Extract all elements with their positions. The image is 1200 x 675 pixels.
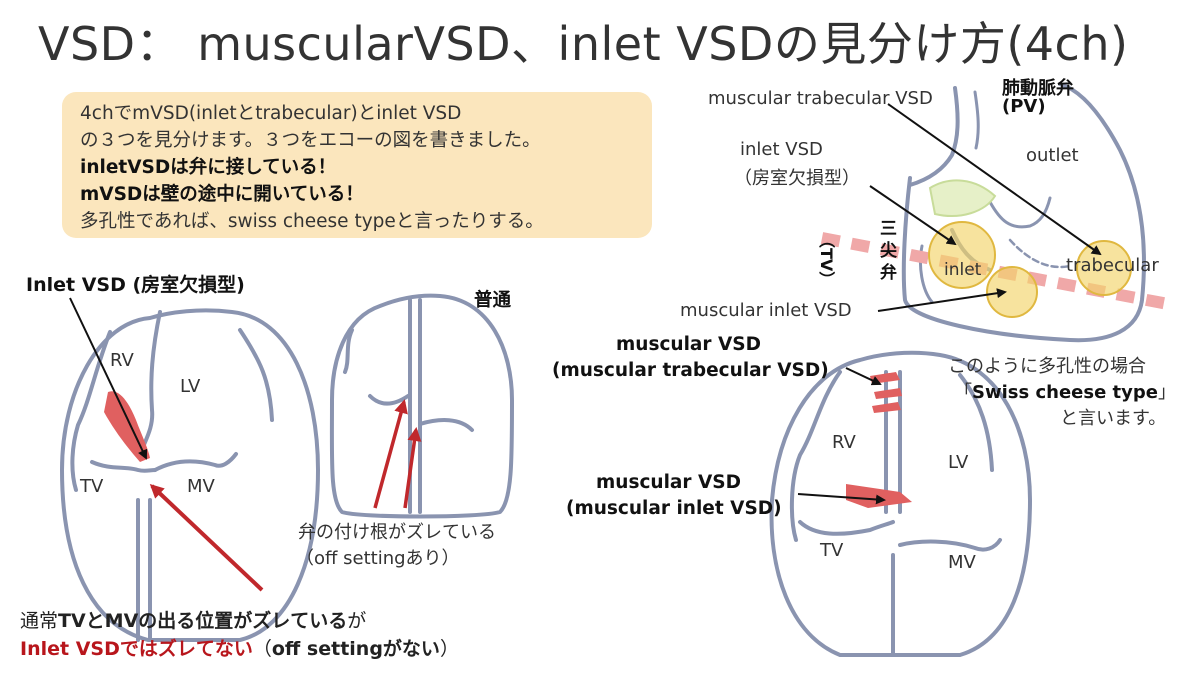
info-line-3: inletVSDは弁に接している！ [80, 157, 337, 178]
bottom-note-line-1: 通常TVとMVの出る位置がズレているが [20, 606, 366, 633]
left-heart-mv-label: MV [187, 476, 215, 497]
bottom-right-rv-wall [789, 370, 842, 542]
bottom-right-lv-wall [958, 373, 994, 472]
info-line-4: mVSDは壁の途中に開いている！ [80, 184, 364, 205]
muscular-vsd-2-line-1: muscular VSD [596, 472, 741, 493]
left-heart-rv-wall [70, 330, 112, 492]
muscular-vsd-1-line-2: (muscular trabecular VSD) [552, 360, 829, 381]
left-heart-rv-label: RV [110, 350, 134, 371]
left-heart-outline [60, 308, 320, 642]
bottom-note-line-1c: が [347, 610, 367, 632]
normal-heart-arrow-1 [373, 399, 408, 509]
bottom-right-outline [769, 350, 1032, 657]
inlet-label-line-2: （房室欠損型） [734, 168, 860, 189]
top-right-pv-tube [908, 86, 960, 187]
normal-heart-outline [329, 293, 514, 519]
bottom-note-line-2a: Inlet VSDではズレてない [20, 638, 253, 660]
bottom-note-line-1a: 通常 [20, 610, 59, 632]
normal-heart-tv [368, 394, 410, 406]
info-line-1: 4chでmVSD(inletとtrabecular)とinlet VSD [80, 103, 462, 124]
top-right-trab [1008, 238, 1072, 269]
top-right-crista [988, 196, 1052, 229]
top-right-muscular-inlet-circle [986, 266, 1038, 318]
normal-heart-heading: 普通 [474, 290, 512, 311]
top-right-pv-tube2 [973, 90, 980, 150]
bottom-note-line-2d: ） [439, 638, 459, 660]
bottom-right-rv-label: RV [832, 432, 856, 453]
left-heart-red-arrow [149, 483, 264, 592]
bottom-right-mv-label: MV [948, 552, 976, 573]
trabecular-region-label: trabecular [1066, 255, 1159, 276]
pv-label-line-1: 肺動脈弁 [1002, 78, 1074, 99]
left-heart-tv [90, 460, 157, 473]
bottom-note-line-2b: （ [252, 638, 272, 660]
top-right-inlet-arrow [869, 185, 957, 246]
swiss-line-2a: 「 [954, 382, 972, 403]
normal-heart-mv [418, 418, 474, 432]
muscular-vsd-2-line-2: (muscular inlet VSD) [566, 498, 782, 519]
inlet-label-line-1: inlet VSD [740, 139, 823, 160]
tv-label-char-3: 弁 [880, 263, 897, 283]
swiss-line-2: 「Swiss cheese type」 [954, 378, 1176, 404]
muscular-trabecular-label: muscular trabecular VSD [708, 88, 933, 109]
muscular-vsd-1-line-1: muscular VSD [616, 334, 761, 355]
bottom-right-lv-label: LV [948, 452, 969, 473]
normal-heart [329, 293, 514, 519]
bottom-right-arrow-1 [845, 367, 882, 386]
top-right-trab-arrow [887, 103, 1102, 256]
swiss-line-3: と言います。 [1060, 408, 1167, 429]
top-right-muscular-inlet-arrow [877, 288, 1007, 312]
left-heart-septum-upper [138, 310, 162, 458]
bottom-right-inlet-defect [846, 484, 912, 508]
info-box: 4chでmVSD(inletとtrabecular)とinlet VSD の３つ… [62, 92, 652, 238]
left-heart-black-arrow [69, 297, 148, 460]
left-heart-mv [153, 452, 238, 472]
swiss-line-2c: 」 [1157, 382, 1176, 403]
left-heart-lv-label: LV [180, 376, 201, 397]
left-heart-heading: Inlet VSD (房室欠損型) [26, 274, 245, 296]
swiss-line-1: このように多孔性の場合 [948, 356, 1146, 377]
normal-heart-arrow-2 [403, 427, 422, 509]
info-line-5: 多孔性であれば、swiss cheese typeと言ったりする。 [80, 211, 544, 232]
top-right-hatched-band [928, 179, 997, 217]
normal-heart-note-line-1: 弁の付け根がズレている [298, 522, 496, 543]
tv-label-abbr: （TV） [817, 232, 836, 288]
info-line-2: の３つを見分けます。３つをエコーの図を書きました。 [80, 130, 541, 151]
outlet-label: outlet [1026, 145, 1079, 166]
bottom-note-line-2: Inlet VSDではズレてない（off settingがない） [20, 634, 459, 661]
left-heart-tv-label: TV [80, 476, 104, 497]
bottom-right-tv [798, 520, 895, 536]
tv-label-char-1: 三 [880, 219, 897, 239]
bottom-right-tv-label: TV [820, 540, 844, 561]
top-right-trabecular-circle [1076, 240, 1132, 296]
left-heart-lv-wall [238, 328, 274, 422]
muscular-inlet-label: muscular inlet VSD [680, 300, 852, 321]
bottom-note-line-1b: TVとMVの出る位置がズレている [58, 610, 348, 632]
swiss-line-2b: Swiss cheese type [972, 382, 1158, 403]
bottom-right-mv [898, 538, 1002, 552]
bottom-note-line-2c: off settingがない [271, 638, 440, 660]
tv-label-char-2: 尖 [880, 241, 897, 261]
top-right-outline [901, 82, 1146, 343]
left-heart [60, 308, 320, 642]
pv-label-line-2: (PV) [1002, 96, 1046, 117]
normal-heart-rv-trab [343, 328, 354, 374]
page-title: VSD： muscularVSD、inlet VSDの見分け方(4ch) [38, 17, 1129, 71]
normal-heart-note-line-2: （off settingあり） [296, 548, 460, 569]
inlet-region-label: inlet [944, 260, 982, 280]
bottom-right-swiss-defects [870, 372, 902, 413]
bottom-right-arrow-2 [797, 493, 886, 505]
